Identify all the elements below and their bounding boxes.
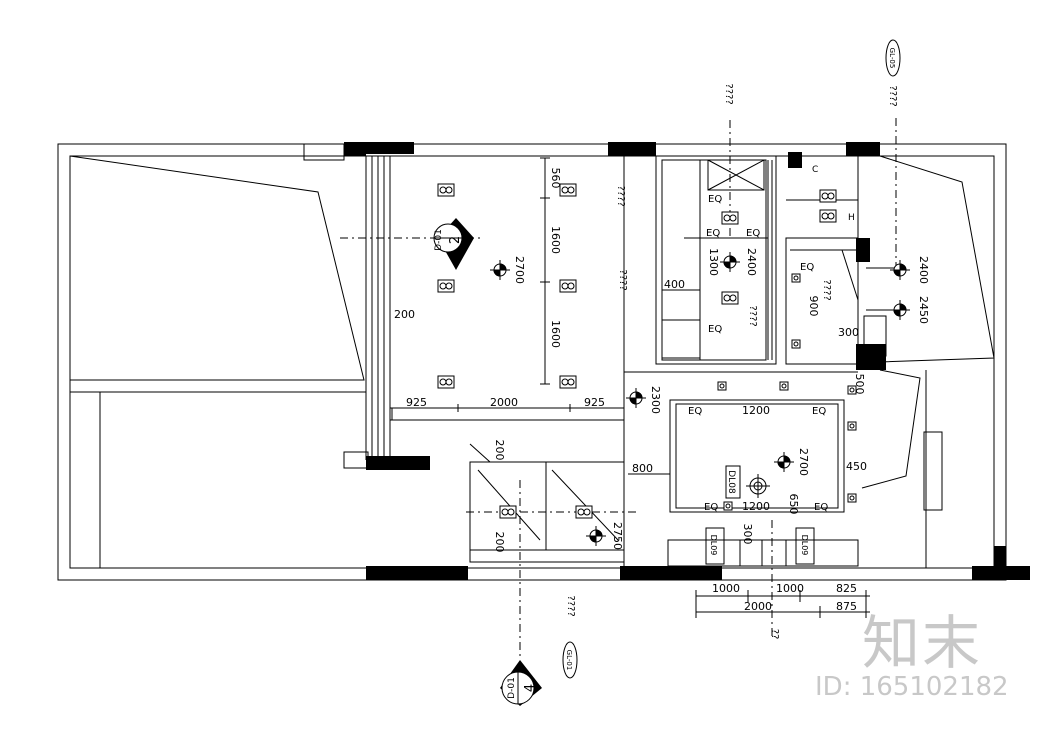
inner-wall-line [69,155,995,569]
dim-900: 900 [807,296,820,317]
dimensions-vertical: 560 1600 1600 2700 1300 2400 900 2400 24… [493,168,930,553]
tag-h: H [848,213,855,223]
note-4: ???? [617,269,628,290]
note-8: ?? [769,629,780,640]
dim-1200-a: 1200 [742,404,770,417]
svg-text:EQ: EQ [704,502,718,513]
svg-text:EQ: EQ [746,228,760,239]
dim-1600-a: 1600 [549,226,562,254]
dim-925-b: 925 [584,396,605,409]
svg-text:EQ: EQ [706,228,720,239]
callout-ref: D-01 [434,229,444,251]
dim-650: 650 [787,494,800,515]
dimensions-horizontal: 200 925 2000 925 400 1200 1200 800 450 1… [394,278,867,613]
dim-200-b: 200 [493,440,506,461]
note-7: ???? [565,595,576,616]
dim-2450: 2450 [917,296,930,324]
dim-450: 450 [846,460,867,473]
watermark-brand: 知末 [862,609,983,677]
dim-825: 825 [836,582,857,595]
dim-800: 800 [632,462,653,475]
svg-text:EQ: EQ [814,502,828,513]
callout-ref: D-01 [507,677,517,699]
note-3: ???? [615,185,626,206]
dim-1000-b: 1000 [776,582,804,595]
outer-wall [57,143,1007,581]
elevation-callout-2: 2 D-01 [433,218,474,270]
dim-925-a: 925 [406,396,427,409]
dim-2400-b: 2400 [917,256,930,284]
watermark-id: ID: 165102182 [815,672,1009,702]
elevation-callout-4: 4 D-01 [500,660,542,706]
callout-number: 4 [523,684,538,692]
dim-560: 560 [549,168,562,189]
note-6: ???? [821,279,832,300]
notes: ???? ???? ???? ???? ???? ???? ???? ?? [565,83,898,639]
note-2: ???? [887,85,898,106]
columns [344,142,1030,580]
tag-dl08: DL08 [726,470,736,494]
downlights [717,273,857,511]
dim-2300: 2300 [649,386,662,414]
svg-text:EQ: EQ [688,406,702,417]
svg-text:GL-05: GL-05 [888,48,896,69]
dim-300-a: 300 [838,326,859,339]
dim-1600-b: 1600 [549,320,562,348]
dim-2700-a: 2700 [513,256,526,284]
dim-1200-b: 1200 [742,500,770,513]
left-void-upper [69,155,365,381]
gl-tag-bottom: GL-01 [562,641,578,679]
svg-text:GL-01: GL-01 [565,650,573,671]
dl-tags: DL08 DL09 DL09 C H [709,165,855,555]
gl-tag-top: GL-05 [885,39,901,77]
dim-875: 875 [836,600,857,613]
dim-200-a: 200 [394,308,415,321]
svg-text:EQ: EQ [800,262,814,273]
dim-2400-a: 2400 [745,248,758,276]
dim-500: 500 [853,374,866,395]
dim-1300: 1300 [707,248,720,276]
note-5: ???? [747,305,758,326]
dim-2000-a: 2000 [490,396,518,409]
dim-200-c: 200 [493,532,506,553]
dim-2000-b: 2000 [744,600,772,613]
level-markers [490,252,910,546]
callout-number: 2 [448,236,463,244]
svg-text:EQ: EQ [812,406,826,417]
eq-marks: EQ EQ EQ EQ EQ EQ EQ EQ EQ [688,194,828,513]
dim-300-b: 300 [741,524,754,545]
tag-dl09-right: DL09 [800,535,809,556]
tag-c: C [812,165,818,175]
note-1: ???? [723,83,734,104]
grid-lights [437,183,837,519]
tag-dl09-left: DL09 [709,535,718,556]
dim-2700-b: 2700 [797,448,810,476]
svg-text:EQ: EQ [708,194,722,205]
svg-text:EQ: EQ [708,324,722,335]
dim-400: 400 [664,278,685,291]
dim-2750: 2750 [611,522,624,550]
dim-1000-a: 1000 [712,582,740,595]
